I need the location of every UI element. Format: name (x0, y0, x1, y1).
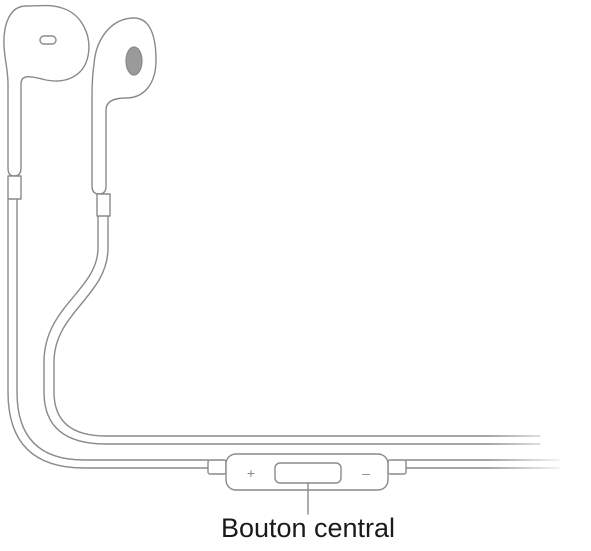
left-earbud-icon (3, 4, 90, 200)
remote-left-collar (207, 459, 227, 475)
center-button-label: Bouton central (221, 513, 395, 543)
volume-up-button[interactable]: + (247, 465, 255, 481)
right-earbud-icon (91, 17, 157, 217)
remote-right-collar (387, 459, 407, 475)
remote-control-icon: + – (207, 453, 407, 491)
volume-down-button[interactable]: – (362, 465, 370, 481)
right-cable (43, 215, 541, 445)
left-speaker-grille (39, 35, 57, 45)
center-button[interactable] (274, 462, 342, 484)
right-speaker-grille (125, 46, 143, 76)
left-cable (7, 198, 209, 469)
